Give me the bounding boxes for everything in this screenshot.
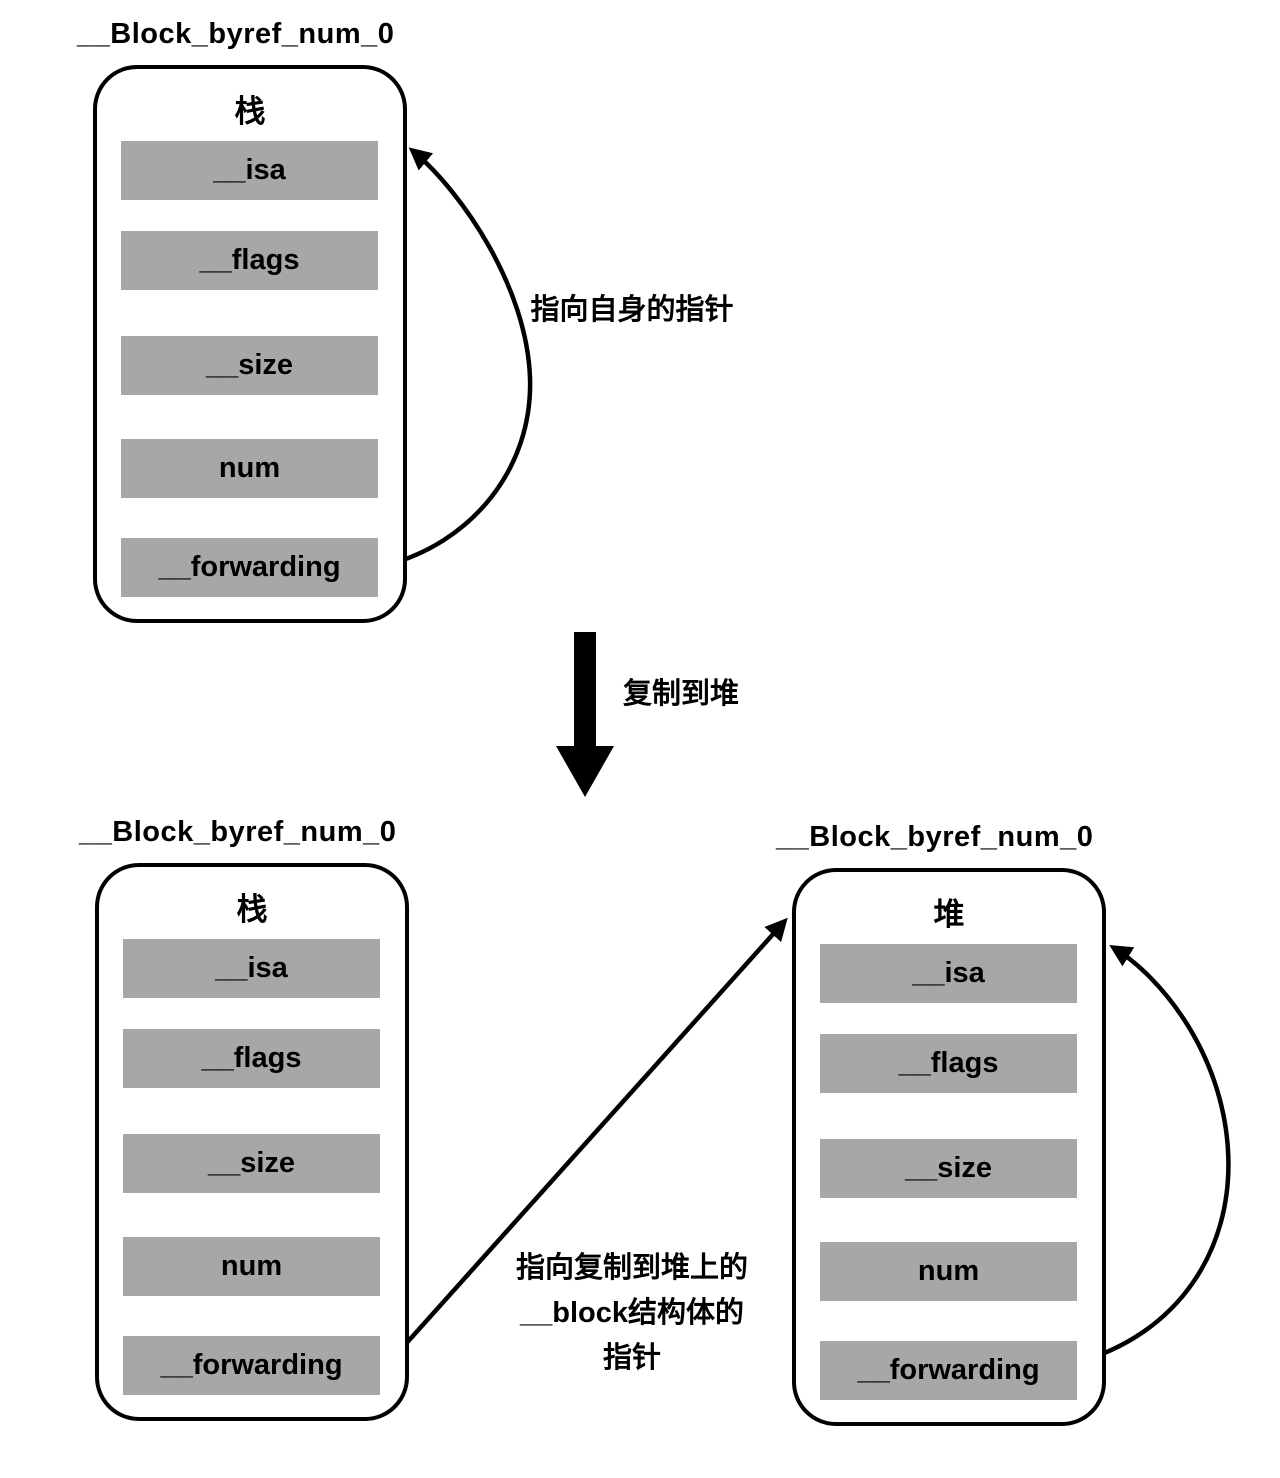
field-isa: __isa (123, 939, 380, 998)
field-size: __size (121, 336, 378, 395)
field-flags: __flags (123, 1029, 380, 1088)
region-label-heap: 堆 (933, 897, 965, 932)
field-flags: __flags (121, 231, 378, 290)
field-num: num (121, 439, 378, 498)
heap-struct: __Block_byref_num_0 堆 __isa __flags __si… (776, 821, 1106, 1426)
field-num: num (820, 1242, 1077, 1301)
field-isa: __isa (121, 141, 378, 200)
copy-to-heap-label: 复制到堆 (622, 678, 739, 710)
field-flags: __flags (820, 1034, 1077, 1093)
field-isa: __isa (820, 944, 1077, 1003)
stack-struct-before-copy: __Block_byref_num_0 栈 __isa __flags __si… (77, 18, 407, 623)
region-label-stack: 栈 (236, 892, 268, 927)
struct-title: __Block_byref_num_0 (79, 816, 397, 848)
field-forwarding: __forwarding (123, 1336, 380, 1395)
field-forwarding: __forwarding (820, 1341, 1077, 1400)
field-forwarding: __forwarding (121, 538, 378, 597)
field-num: num (123, 1237, 380, 1296)
region-label-stack: 栈 (234, 94, 266, 129)
field-size: __size (820, 1139, 1077, 1198)
heap-pointer-label: 指向复制到堆上的 __block结构体的 指针 (515, 1252, 748, 1374)
stack-struct-after-copy: __Block_byref_num_0 栈 __isa __flags __si… (79, 816, 409, 1421)
self-pointer-label: 指向自身的指针 (530, 294, 734, 326)
struct-title: __Block_byref_num_0 (77, 18, 395, 50)
field-size: __size (123, 1134, 380, 1193)
struct-title: __Block_byref_num_0 (776, 821, 1094, 853)
